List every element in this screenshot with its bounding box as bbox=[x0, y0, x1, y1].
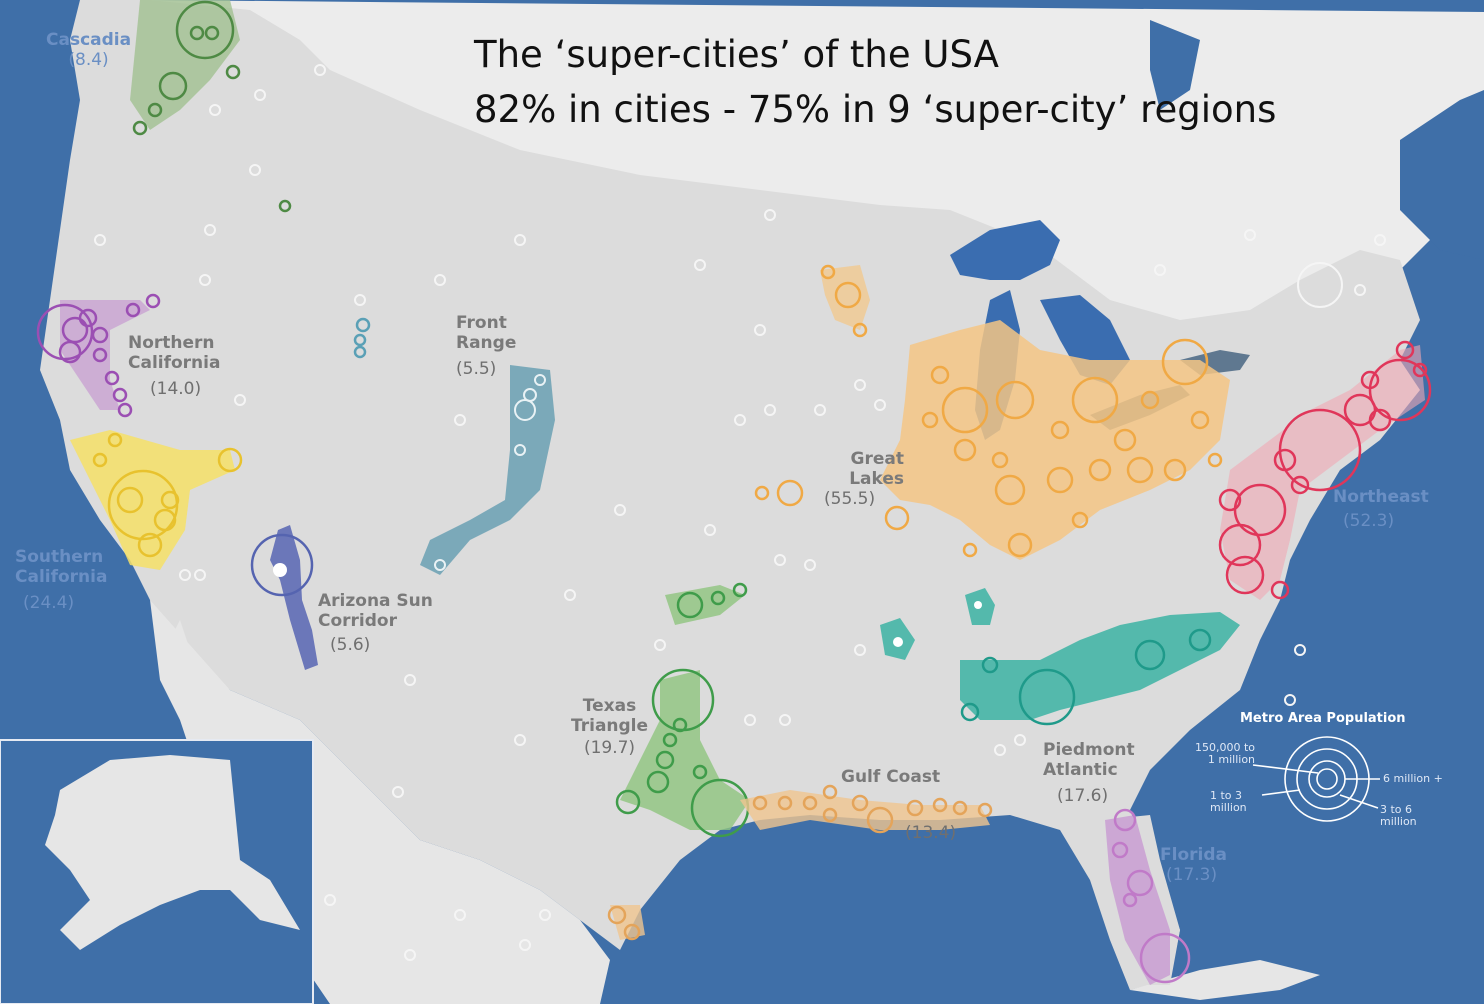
region-name-line-2: Range bbox=[456, 333, 517, 353]
texas-triangle-region bbox=[615, 582, 750, 838]
region-value: (13.4) bbox=[905, 823, 957, 843]
region-name: Cascadia bbox=[46, 30, 132, 50]
legend-label-150k-1m: 150,000 to 1 million bbox=[1195, 742, 1255, 766]
region-value: (17.6) bbox=[1057, 786, 1109, 806]
region-label-gulf-coast: Gulf Coast bbox=[841, 767, 940, 787]
region-label-great-lakes: Great Lakes (55.5) bbox=[824, 449, 904, 509]
region-label-piedmont-atlantic: Piedmont Atlantic (17.6) bbox=[1043, 740, 1135, 806]
region-value: (14.0) bbox=[150, 379, 202, 399]
region-name-line-2: Corridor bbox=[318, 611, 397, 631]
slide-title-line-1: The ‘super-cities’ of the USA bbox=[474, 33, 999, 76]
front-range-region bbox=[353, 317, 555, 575]
hudson-bay bbox=[1150, 20, 1200, 110]
baja-california bbox=[170, 620, 215, 760]
region-value: (19.7) bbox=[583, 738, 636, 758]
region-value: (55.5) bbox=[824, 489, 876, 509]
region-name-line-2: California bbox=[15, 567, 108, 587]
region-name-line-1: Great bbox=[850, 449, 904, 469]
legend-circles bbox=[1252, 736, 1380, 822]
legend-line-2: million bbox=[1210, 801, 1247, 814]
canada-land bbox=[150, 0, 1484, 330]
region-label-front-range: Front Range (5.5) bbox=[456, 313, 516, 379]
region-label-texas-triangle: Texas Triangle (19.7) bbox=[571, 696, 648, 758]
slide-title-line-2: 82% in cities - 75% in 9 ‘super-city’ re… bbox=[474, 88, 1277, 131]
region-label-arizona-sun-corridor: Arizona Sun Corridor (5.6) bbox=[318, 591, 433, 655]
region-value: (17.3) bbox=[1166, 865, 1218, 885]
southern-california-region bbox=[70, 430, 243, 570]
region-name-line-2: California bbox=[128, 353, 221, 373]
cascadia-region bbox=[130, 0, 292, 213]
legend-line-1: 1 to 3 bbox=[1210, 789, 1243, 802]
region-value-gulf-coast: (13.4) bbox=[905, 823, 956, 843]
great-lakes-region bbox=[754, 264, 1230, 560]
region-name-line-2: Lakes bbox=[849, 469, 904, 489]
lake-superior bbox=[950, 220, 1060, 280]
region-label-southern-california: Southern California (24.4) bbox=[15, 547, 107, 613]
florida-region bbox=[1105, 808, 1191, 985]
legend-line-2: million bbox=[1380, 815, 1417, 828]
region-label-northern-california: Northern California (14.0) bbox=[128, 333, 220, 399]
region-value: (52.3) bbox=[1343, 511, 1395, 531]
usa-land bbox=[40, 0, 1420, 990]
legend-title: Metro Area Population bbox=[1240, 711, 1406, 726]
region-name-line-2: Atlantic bbox=[1043, 760, 1118, 780]
gulf-coast-region bbox=[607, 784, 993, 941]
region-name: Northeast bbox=[1333, 487, 1429, 507]
legend-line-1: 150,000 to bbox=[1195, 741, 1256, 754]
region-value: (5.6) bbox=[330, 635, 371, 655]
legend-line-1: 3 to 6 bbox=[1380, 803, 1413, 816]
north-atlantic bbox=[1400, 90, 1484, 260]
city-dots bbox=[94, 64, 1386, 961]
region-name-line-1: Northern bbox=[128, 333, 215, 353]
legend-line-2: 1 million bbox=[1207, 753, 1256, 766]
region-name: Gulf Coast bbox=[841, 767, 941, 787]
region-value: (8.4) bbox=[68, 50, 109, 70]
region-name-line-1: Arizona Sun bbox=[318, 591, 433, 611]
alaska-land bbox=[45, 755, 300, 950]
region-name-line-1: Texas bbox=[582, 696, 637, 716]
piedmont-atlantic-region bbox=[880, 588, 1240, 726]
legend-label-1-3m: 1 to 3 million bbox=[1210, 790, 1247, 814]
region-label-cascadia: Cascadia (8.4) bbox=[46, 30, 131, 70]
arizona-sun-corridor-region bbox=[250, 525, 318, 670]
region-value: (5.5) bbox=[456, 359, 497, 379]
cuba bbox=[1130, 960, 1320, 1000]
region-value: (24.4) bbox=[23, 593, 75, 613]
region-name-line-1: Southern bbox=[15, 547, 104, 567]
legend-label-3-6m: 3 to 6 million bbox=[1380, 804, 1417, 828]
northeast-region bbox=[1218, 340, 1432, 600]
region-name-line-2: Triangle bbox=[571, 716, 649, 736]
region-label-florida: Florida (17.3) bbox=[1160, 845, 1227, 885]
region-name: Florida bbox=[1160, 845, 1227, 865]
legend-label-6m-plus: 6 million + bbox=[1383, 772, 1443, 785]
region-name-line-1: Front bbox=[456, 313, 507, 333]
region-name-line-1: Piedmont bbox=[1043, 740, 1135, 760]
region-label-northeast: Northeast (52.3) bbox=[1333, 487, 1429, 531]
northern-california-region bbox=[36, 293, 161, 418]
